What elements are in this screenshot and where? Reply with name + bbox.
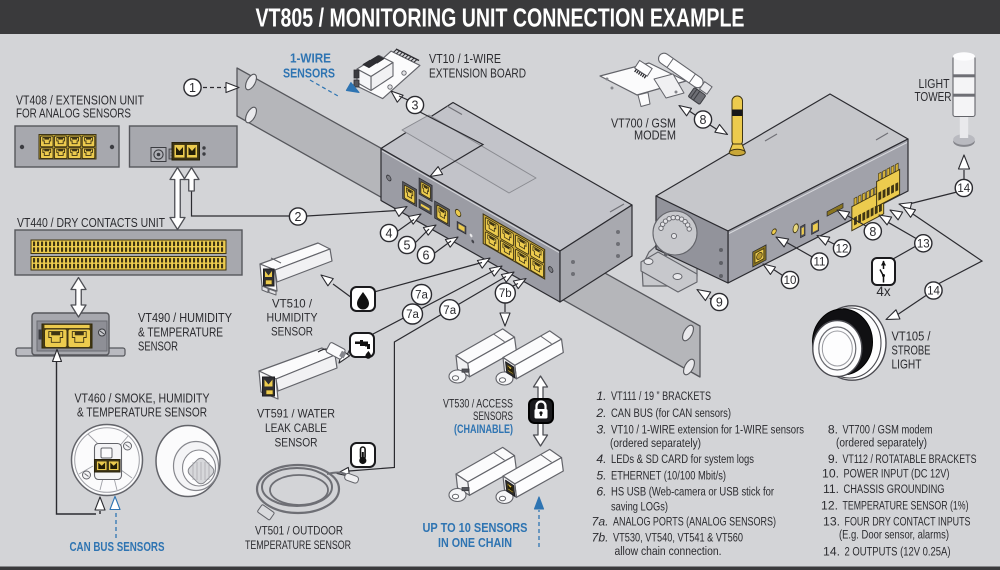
svg-text:1-WIRE: 1-WIRE — [290, 51, 331, 66]
svg-text:14.: 14. — [823, 545, 840, 559]
svg-text:3.: 3. — [596, 423, 606, 437]
svg-text:VT10 / 1-WIRE: VT10 / 1-WIRE — [429, 52, 501, 66]
svg-text:VT111 / 19 ” BRACKETS: VT111 / 19 ” BRACKETS — [611, 389, 711, 403]
svg-text:VT530 / ACCESS: VT530 / ACCESS — [443, 397, 513, 411]
svg-text:VT112 / ROTATABLE BRACKETS: VT112 / ROTATABLE BRACKETS — [843, 452, 977, 466]
svg-text:1: 1 — [189, 81, 196, 95]
svg-text:IN ONE CHAIN: IN ONE CHAIN — [438, 535, 512, 550]
svg-text:8: 8 — [869, 225, 876, 239]
svg-text:TEMPERATURE SENSOR (1%): TEMPERATURE SENSOR (1%) — [843, 499, 969, 513]
svg-text:8.: 8. — [828, 423, 838, 437]
svg-text:saving LOGs): saving LOGs) — [611, 500, 668, 514]
svg-text:allow chain connection.: allow chain connection. — [615, 544, 722, 558]
svg-text:VT490 / HUMIDITY: VT490 / HUMIDITY — [138, 311, 233, 325]
svg-text:TEMPERATURE SENSOR: TEMPERATURE SENSOR — [245, 538, 351, 552]
svg-text:1.: 1. — [596, 389, 606, 403]
svg-text:2 OUTPUTS (12V 0.25A): 2 OUTPUTS (12V 0.25A) — [845, 545, 951, 559]
svg-text:SENSORS: SENSORS — [473, 409, 513, 423]
svg-text:SENSORS: SENSORS — [283, 66, 335, 81]
svg-text:STROBE: STROBE — [892, 344, 931, 358]
svg-text:VT501 / OUTDOOR: VT501 / OUTDOOR — [255, 524, 343, 538]
svg-text:CAN BUS SENSORS: CAN BUS SENSORS — [70, 539, 165, 554]
svg-text:VT440 / DRY CONTACTS UNIT: VT440 / DRY CONTACTS UNIT — [17, 215, 165, 230]
svg-text:LIGHT: LIGHT — [919, 77, 950, 91]
svg-text:HS USB (Web-camera or USB stic: HS USB (Web-camera or USB stick for — [611, 485, 774, 499]
svg-text:SENSOR: SENSOR — [138, 339, 178, 353]
svg-text:5: 5 — [404, 239, 411, 253]
svg-text:ETHERNET (10/100 Mbit/s): ETHERNET (10/100 Mbit/s) — [611, 469, 726, 483]
svg-text:CHASSIS GROUNDING: CHASSIS GROUNDING — [844, 482, 945, 496]
svg-text:VT10 / 1-WIRE extension for 1-: VT10 / 1-WIRE extension for 1-WIRE senso… — [611, 423, 804, 437]
svg-text:2.: 2. — [595, 406, 606, 420]
svg-text:12.: 12. — [821, 499, 838, 513]
svg-text:SENSOR: SENSOR — [275, 436, 318, 450]
svg-text:13: 13 — [917, 238, 930, 250]
svg-text:3: 3 — [412, 99, 419, 113]
svg-text:(CHAINABLE): (CHAINABLE) — [454, 422, 513, 436]
svg-text:7a: 7a — [443, 305, 456, 317]
svg-text:14: 14 — [957, 183, 970, 195]
svg-text:10: 10 — [784, 275, 797, 287]
svg-text:13.: 13. — [823, 515, 840, 529]
svg-text:HUMIDITY: HUMIDITY — [267, 311, 318, 325]
svg-text:VT530, VT540, VT541 & VT560: VT530, VT540, VT541 & VT560 — [613, 531, 743, 545]
svg-text:VT805 / MONITORING UNIT CONN: VT805 / MONITORING UNIT CONNECTION EXAMP… — [256, 3, 745, 33]
svg-text:6.: 6. — [596, 485, 606, 499]
svg-text:FOUR DRY CONTACT INPUTS: FOUR DRY CONTACT INPUTS — [845, 515, 971, 529]
svg-text:12: 12 — [836, 243, 849, 255]
svg-text:9: 9 — [716, 296, 723, 310]
svg-text:(ordered separately): (ordered separately) — [836, 436, 927, 450]
svg-text:EXTENSION BOARD: EXTENSION BOARD — [429, 67, 526, 81]
svg-text:7a.: 7a. — [592, 515, 609, 529]
svg-text:ANALOG PORTS (ANALOG SENSORS): ANALOG PORTS (ANALOG SENSORS) — [613, 515, 776, 529]
svg-text:LEDs & SD CARD for system logs: LEDs & SD CARD for system logs — [611, 452, 754, 466]
svg-text:LIGHT: LIGHT — [892, 358, 922, 372]
svg-text:14: 14 — [927, 286, 940, 298]
svg-text:MODEM: MODEM — [634, 129, 676, 143]
svg-text:8: 8 — [700, 113, 707, 127]
svg-text:LEAK CABLE: LEAK CABLE — [265, 421, 327, 435]
svg-text:POWER INPUT (DC 12V): POWER INPUT (DC 12V) — [844, 467, 950, 481]
svg-text:10.: 10. — [822, 467, 839, 481]
svg-text:11.: 11. — [823, 482, 839, 496]
svg-text:5.: 5. — [596, 469, 606, 483]
svg-text:(ordered separately): (ordered separately) — [610, 436, 701, 450]
svg-text:VT460 / SMOKE, HUMIDITY: VT460 / SMOKE, HUMIDITY — [75, 392, 211, 406]
svg-text:VT408 / EXTENSION UNIT: VT408 / EXTENSION UNIT — [16, 94, 144, 108]
svg-text:4x: 4x — [876, 284, 891, 299]
svg-text:9.: 9. — [828, 452, 838, 466]
svg-text:UP TO 10 SENSORS: UP TO 10 SENSORS — [423, 520, 528, 535]
svg-text:7a: 7a — [415, 290, 428, 302]
svg-text:SENSOR: SENSOR — [271, 325, 313, 339]
svg-text:VT591 / WATER: VT591 / WATER — [257, 407, 335, 421]
svg-text:(E.g. Door sensor, alarms): (E.g. Door sensor, alarms) — [839, 528, 949, 542]
svg-text:11: 11 — [814, 257, 826, 269]
svg-text:TOWER: TOWER — [915, 90, 952, 104]
svg-text:2: 2 — [295, 210, 302, 224]
svg-text:VT105 /: VT105 / — [892, 330, 931, 344]
svg-text:7a: 7a — [406, 309, 419, 321]
svg-text:FOR ANALOG SENSORS: FOR ANALOG SENSORS — [16, 107, 131, 121]
svg-text:VT510 /: VT510 / — [272, 297, 313, 311]
svg-text:4.: 4. — [596, 452, 606, 466]
svg-text:7b: 7b — [499, 288, 512, 300]
svg-text:4: 4 — [386, 227, 393, 241]
svg-text:VT700 / GSM modem: VT700 / GSM modem — [843, 423, 933, 437]
svg-text:6: 6 — [423, 249, 430, 263]
svg-text:CAN BUS (for CAN sensors): CAN BUS (for CAN sensors) — [611, 406, 731, 420]
svg-text:VT700 / GSM: VT700 / GSM — [611, 117, 676, 131]
svg-text:7b.: 7b. — [592, 531, 609, 545]
svg-text:& TEMPERATURE SENSOR: & TEMPERATURE SENSOR — [77, 406, 207, 420]
svg-text:& TEMPERATURE: & TEMPERATURE — [138, 325, 223, 339]
